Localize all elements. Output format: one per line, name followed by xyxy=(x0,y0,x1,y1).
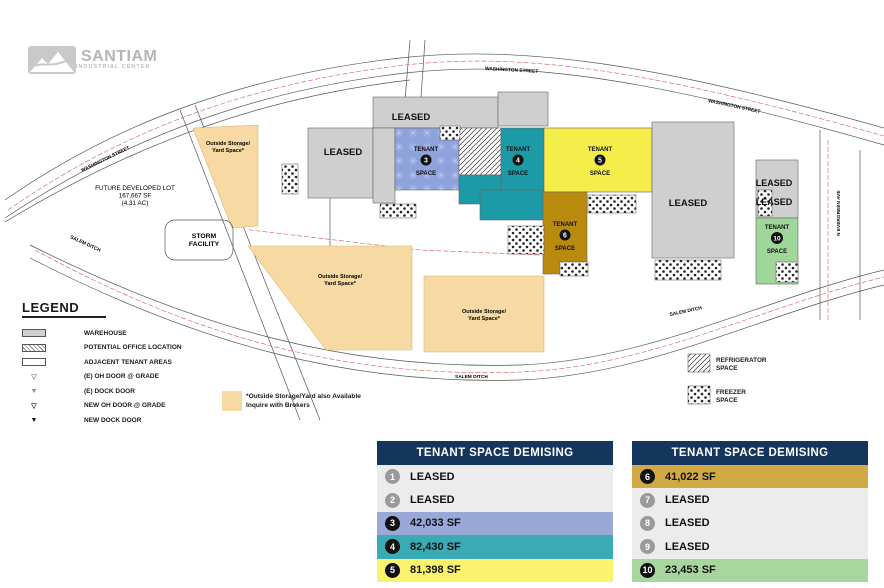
legend: LEGEND WAREHOUSE POTENTIAL OFFICE LOCATI… xyxy=(22,300,322,428)
tenant-table-left-header: TENANT SPACE DEMISING xyxy=(377,441,613,465)
street-label-washington-east: WASHINGTON STREET xyxy=(708,98,761,115)
buildings xyxy=(307,91,799,285)
building-leased-east xyxy=(651,121,735,259)
tenant-6-label: TENANT xyxy=(553,222,578,228)
freezer-blocks xyxy=(281,125,799,283)
svg-text:SPACE: SPACE xyxy=(590,171,610,177)
triangle-gray-icon: ▼ xyxy=(30,387,38,395)
santiam-logo: SANTIAM INDUSTRIAL CENTER xyxy=(28,46,157,74)
tenant-10-label: TENANT xyxy=(765,225,790,231)
legend-item-new-oh-door: ▽NEW OH DOOR @ GRADE xyxy=(22,399,322,414)
svg-text:5: 5 xyxy=(598,158,602,165)
legend-item-new-dock-door: ▼NEW DOCK DOOR xyxy=(22,413,322,428)
label-leased-far-east-a: LEASED xyxy=(756,178,793,188)
refrigerator-key-icon xyxy=(687,353,711,373)
yard-note-swatch xyxy=(222,391,242,411)
yard-label-c: Outside Storage/Yard Space* xyxy=(462,309,506,322)
label-leased-north: LEASED xyxy=(392,112,431,123)
street-label-salem-ditch-east: SALEM DITCH xyxy=(669,305,703,318)
street-label-washington: WASHINGTON STREET xyxy=(485,66,539,75)
yard-note: *Outside Storage/Yard also Available Inq… xyxy=(246,393,361,409)
yard-label-b: Outside Storage/Yard Space* xyxy=(318,274,362,287)
legend-title: LEGEND xyxy=(22,300,106,318)
adjacent-swatch xyxy=(22,358,46,367)
legend-item-adjacent: ADJACENT TENANT AREAS xyxy=(22,355,322,370)
tenant-5-label: TENANT xyxy=(588,147,613,153)
svg-text:SPACE: SPACE xyxy=(767,249,787,255)
tenant-table-right-header: TENANT SPACE DEMISING xyxy=(632,441,868,465)
tenant-3-label: TENANT xyxy=(414,147,439,153)
label-leased-far-east-b: LEASED xyxy=(756,197,793,207)
street-label-salem-ditch-west: SALEM DITCH xyxy=(69,234,102,254)
legend-item-dock-door: ▼(E) DOCK DOOR xyxy=(22,384,322,399)
label-leased-east: LEASED xyxy=(669,198,708,209)
mountain-icon xyxy=(28,46,76,74)
svg-text:SPACE: SPACE xyxy=(508,171,528,177)
svg-text:4: 4 xyxy=(516,158,520,165)
storm-facility-outline xyxy=(164,219,234,261)
street-label-evergreen: N EVERGREEN AVE xyxy=(836,190,842,236)
building-leased-west xyxy=(307,127,374,199)
street-label-salem-ditch: SALEM DITCH xyxy=(455,374,488,380)
legend-item-office: POTENTIAL OFFICE LOCATION xyxy=(22,341,322,356)
tenant-4-label: TENANT xyxy=(506,147,531,153)
freezer-key-icon xyxy=(687,385,711,405)
logo-subtitle: INDUSTRIAL CENTER xyxy=(76,64,151,70)
triangle-solid-icon: ▼ xyxy=(30,416,38,424)
office-swatch xyxy=(22,343,46,352)
svg-text:10: 10 xyxy=(773,236,781,243)
outside-storage-areas xyxy=(192,124,545,353)
triangle-outline-icon: ▽ xyxy=(31,373,37,381)
label-leased-west: LEASED xyxy=(324,147,363,158)
svg-text:SPACE: SPACE xyxy=(416,171,436,177)
svg-text:3: 3 xyxy=(424,158,428,165)
legend-item-warehouse: WAREHOUSE xyxy=(22,326,322,341)
legend-item-oh-door: ▽(E) OH DOOR @ GRADE xyxy=(22,370,322,385)
warehouse-swatch xyxy=(22,329,46,338)
road-network xyxy=(4,39,884,421)
svg-text:6: 6 xyxy=(563,233,567,240)
yard-label-a: Outside Storage/Yard Space* xyxy=(206,141,250,154)
svg-text:SPACE: SPACE xyxy=(555,246,575,252)
logo-name: SANTIAM xyxy=(81,48,158,65)
triangle-outline-dark-icon: ▽ xyxy=(31,402,37,410)
